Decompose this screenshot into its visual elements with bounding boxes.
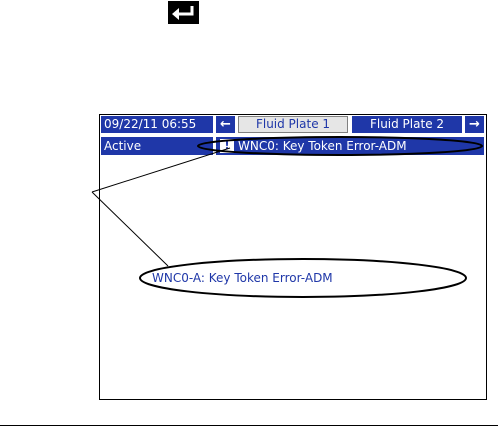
display-screen: 09/22/11 06:55 ← Fluid Plate 1 Fluid Pla… xyxy=(99,114,487,400)
error-message: WNC0: Key Token Error-ADM xyxy=(238,139,407,153)
date-time: 09/22/11 06:55 xyxy=(101,116,213,133)
arrow-right-icon[interactable]: → xyxy=(465,116,484,133)
tab-fluid-plate-1[interactable]: Fluid Plate 1 xyxy=(238,116,348,133)
system-status: Active xyxy=(101,137,213,155)
warning-icon: ! xyxy=(220,139,234,153)
tab-fluid-plate-2[interactable]: Fluid Plate 2 xyxy=(352,116,462,133)
arrow-left-icon[interactable]: ← xyxy=(216,116,235,133)
page-divider xyxy=(0,425,498,426)
callout-text: WNC0-A: Key Token Error-ADM xyxy=(152,271,333,285)
status-row: Active ! WNC0: Key Token Error-ADM xyxy=(100,137,486,157)
error-bar: ! WNC0: Key Token Error-ADM xyxy=(216,137,484,155)
enter-key-icon xyxy=(168,1,199,24)
header-row: 09/22/11 06:55 ← Fluid Plate 1 Fluid Pla… xyxy=(100,115,486,135)
